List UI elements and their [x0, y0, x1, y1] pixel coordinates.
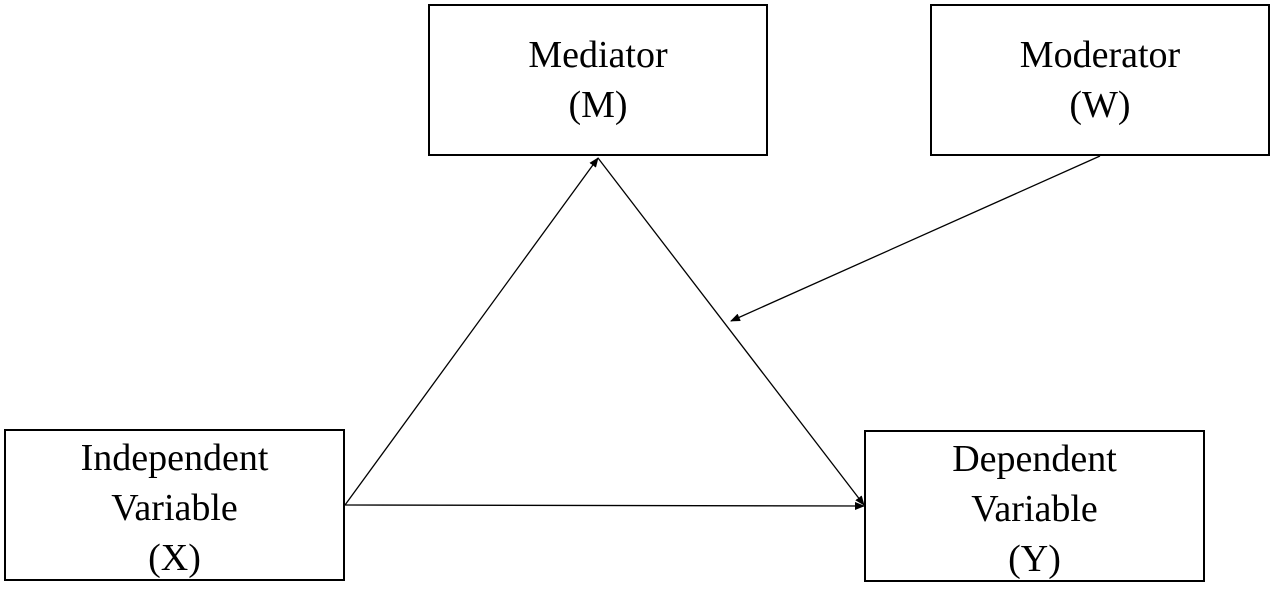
dependent-variable-box: Dependent Variable (Y) [864, 430, 1205, 582]
independent-symbol: (X) [148, 537, 201, 579]
moderator-box: Moderator (W) [930, 4, 1270, 156]
moderator-symbol: (W) [1069, 84, 1131, 126]
arrow-x-to-m [344, 157, 599, 506]
dependent-label-line1: Dependent [952, 438, 1117, 480]
independent-variable-box: Independent Variable (X) [4, 429, 345, 581]
mediator-symbol: (M) [568, 84, 628, 126]
arrow-m-to-y [597, 157, 865, 506]
dependent-label-line2: Variable [971, 488, 1098, 530]
mediator-box: Mediator (M) [428, 4, 768, 156]
arrow-w-to-path [730, 155, 1101, 322]
independent-label-line1: Independent [80, 437, 269, 479]
mediator-label: Mediator [528, 34, 668, 76]
dependent-symbol: (Y) [1008, 538, 1061, 580]
moderator-label: Moderator [1019, 34, 1181, 76]
arrow-x-to-y [344, 501, 865, 510]
independent-label-line2: Variable [111, 487, 238, 529]
